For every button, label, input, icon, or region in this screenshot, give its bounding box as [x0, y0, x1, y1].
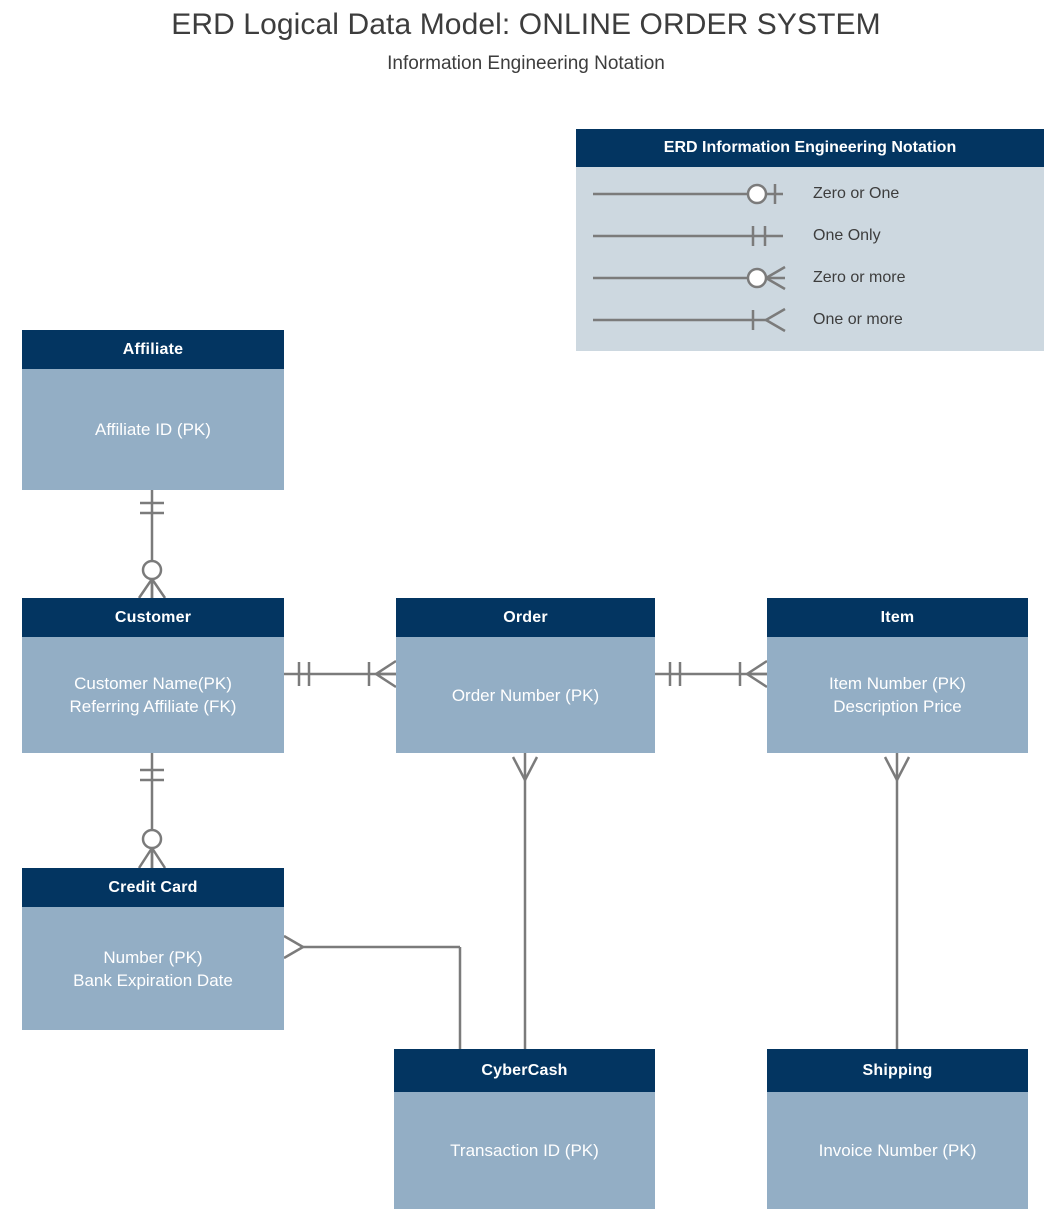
legend-row-one-only: One Only	[576, 215, 1044, 257]
entity-shipping[interactable]: Shipping Invoice Number (PK)	[767, 1049, 1028, 1209]
legend-row-zero-or-more: Zero or more	[576, 257, 1044, 299]
entity-customer[interactable]: Customer Customer Name(PK) Referring Aff…	[22, 598, 284, 753]
attribute: Bank Expiration Date	[73, 970, 233, 990]
connector-affiliate-customer	[137, 490, 167, 599]
attribute: Invoice Number (PK)	[818, 1141, 977, 1160]
entity-credit-card[interactable]: Credit Card Number (PK) Bank Expiration …	[22, 868, 284, 1030]
entity-affiliate-title: Affiliate	[22, 330, 284, 369]
entity-credit-card-title: Credit Card	[22, 868, 284, 907]
entity-customer-attributes: Customer Name(PK) Referring Affiliate (F…	[22, 637, 284, 753]
legend-label: One Only	[813, 227, 881, 244]
connector-item-shipping	[883, 753, 911, 1049]
attribute: Number (PK)	[103, 947, 203, 967]
legend-row-one-or-more: One or more	[576, 299, 1044, 341]
legend-label: Zero or One	[813, 185, 900, 202]
entity-order-title: Order	[396, 598, 655, 637]
zero-or-one-icon	[576, 179, 791, 209]
page-title: ERD Logical Data Model: ONLINE ORDER SYS…	[171, 8, 881, 41]
entity-order-attributes: Order Number (PK)	[396, 637, 655, 753]
entity-shipping-attributes: Invoice Number (PK)	[767, 1092, 1028, 1209]
attribute: Order Number (PK)	[451, 685, 600, 705]
one-only-icon	[576, 221, 791, 251]
connector-customer-creditcard	[137, 753, 167, 869]
entity-cybercash-title: CyberCash	[394, 1049, 655, 1092]
entity-credit-card-attributes: Number (PK) Bank Expiration Date	[22, 907, 284, 1030]
attribute: Transaction ID (PK)	[450, 1141, 599, 1160]
attribute: Referring Affiliate (FK)	[69, 697, 237, 716]
connector-order-cybercash	[511, 753, 539, 1049]
attribute: Description Price	[833, 697, 962, 716]
legend-row-zero-or-one: Zero or One	[576, 173, 1044, 215]
legend-label: Zero or more	[813, 269, 906, 286]
entity-order[interactable]: Order Order Number (PK)	[396, 598, 655, 753]
entity-item-title: Item	[767, 598, 1028, 637]
entity-customer-title: Customer	[22, 598, 284, 637]
entity-affiliate[interactable]: Affiliate Affiliate ID (PK)	[22, 330, 284, 490]
page-subtitle: Information Engineering Notation	[387, 53, 665, 74]
connector-creditcard-cybercash	[283, 934, 462, 1049]
one-or-more-icon	[576, 305, 791, 335]
attribute: Item Number (PK)	[829, 674, 966, 693]
connector-customer-order	[284, 659, 397, 689]
entity-cybercash-attributes: Transaction ID (PK)	[394, 1092, 655, 1209]
zero-or-more-icon	[576, 263, 791, 293]
entity-cybercash[interactable]: CyberCash Transaction ID (PK)	[394, 1049, 655, 1209]
entity-item-attributes: Item Number (PK) Description Price	[767, 637, 1028, 753]
legend-panel: ERD Information Engineering Notation Zer…	[576, 129, 1044, 351]
entity-shipping-title: Shipping	[767, 1049, 1028, 1092]
attribute: Customer Name(PK)	[74, 674, 232, 693]
legend-title: ERD Information Engineering Notation	[576, 129, 1044, 167]
entity-affiliate-attributes: Affiliate ID (PK)	[22, 369, 284, 490]
attribute: Affiliate ID (PK)	[95, 420, 211, 439]
connector-order-item	[655, 659, 768, 689]
legend-label: One or more	[813, 311, 903, 328]
entity-item[interactable]: Item Item Number (PK) Description Price	[767, 598, 1028, 753]
